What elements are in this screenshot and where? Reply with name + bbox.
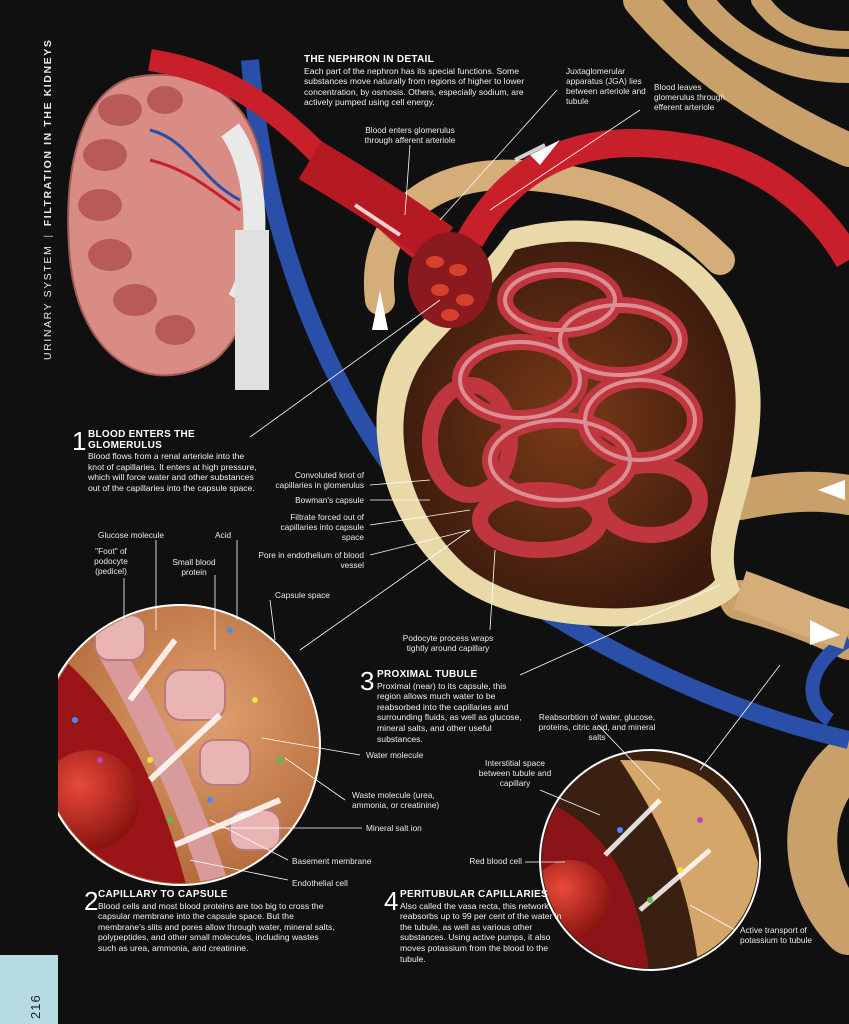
label-foot-of-podocyte: "Foot" of podocyte (pedicel) bbox=[94, 546, 128, 576]
label-water-molecule: Water molecule bbox=[366, 750, 424, 760]
page-number-tab: 216 bbox=[0, 955, 58, 1024]
section-2-number: 2 bbox=[84, 886, 99, 916]
afferent-cutaway bbox=[408, 232, 492, 328]
section-3-title: PROXIMAL TUBULE bbox=[377, 669, 478, 680]
intro-title: THE NEPHRON IN DETAIL bbox=[304, 54, 435, 65]
label-mineral-salt: Mineral salt ion bbox=[366, 823, 422, 833]
intro-body: Each part of the nephron has its special… bbox=[304, 65, 525, 108]
label-glucose: Glucose molecule bbox=[98, 530, 164, 540]
label-bowmans-capsule: Bowman's capsule bbox=[295, 495, 364, 505]
kidney-cross-section bbox=[67, 73, 269, 390]
section-4: PERITUBULAR CAPILLARIES Also called the … bbox=[400, 889, 572, 964]
label-waste-molecule: Waste molecule (urea, ammonia, or creati… bbox=[352, 790, 440, 810]
section-2-body: Blood cells and most blood proteins are … bbox=[98, 900, 335, 953]
section-2: CAPILLARY TO CAPSULE Blood cells and mos… bbox=[98, 889, 338, 954]
section-1-title: BLOOD ENTERS THE GLOMERULUS bbox=[88, 429, 196, 451]
leader-lines bbox=[123, 89, 781, 931]
topic-name: FILTRATION IN THE KIDNEYS bbox=[42, 38, 54, 227]
separator: | bbox=[42, 233, 54, 238]
section-1-body: Blood flows from a renal arteriole into … bbox=[88, 451, 257, 493]
efferent-arteriole bbox=[457, 128, 849, 268]
intro-block: THE NEPHRON IN DETAIL Each part of the n… bbox=[304, 54, 536, 108]
peritubular-inset bbox=[539, 749, 761, 971]
section-1: BLOOD ENTERS THE GLOMERULUS Blood flows … bbox=[88, 429, 260, 494]
sidebar: URINARY SYSTEM | FILTRATION IN THE KIDNEYS… bbox=[0, 0, 58, 1024]
running-header: URINARY SYSTEM | FILTRATION IN THE KIDNEYS bbox=[42, 39, 54, 360]
label-filtrate: Filtrate forced out of capillaries into … bbox=[280, 512, 364, 542]
label-acid: Acid bbox=[215, 530, 232, 540]
section-1-number: 1 bbox=[72, 426, 87, 456]
label-red-blood-cell: Red blood cell bbox=[469, 856, 522, 866]
section-4-number: 4 bbox=[384, 886, 399, 916]
label-interstitial-space: Interstitial space between tubule and ca… bbox=[478, 758, 552, 788]
label-reabsorption: Reabsorbtion of water, glucose, proteins… bbox=[538, 712, 656, 742]
section-name: URINARY SYSTEM bbox=[42, 244, 54, 360]
section-4-body: Also called the vasa recta, this network… bbox=[400, 900, 562, 964]
label-pore: Pore in endothelium of blood vessel bbox=[258, 550, 364, 570]
section-4-title: PERITUBULAR CAPILLARIES bbox=[400, 889, 549, 900]
label-convoluted-knot: Convoluted knot of capillaries in glomer… bbox=[275, 470, 364, 490]
flow-arrows bbox=[372, 140, 845, 645]
page-number: 216 bbox=[28, 994, 43, 1019]
label-blood-leaves: Blood leaves glomerulus through efferent… bbox=[654, 82, 726, 112]
label-blood-enters: Blood enters glomerulus through afferent… bbox=[364, 125, 456, 145]
section-3-body: Proximal (near) to its capsule, this reg… bbox=[377, 680, 522, 744]
section-3: PROXIMAL TUBULE Proximal (near) to its c… bbox=[377, 669, 529, 744]
label-jga: Juxtaglomerular apparatus (JGA) lies bet… bbox=[566, 66, 646, 106]
capillary-capsule-inset bbox=[39, 604, 321, 886]
label-active-transport: Active transport of potassium to tubule bbox=[740, 925, 812, 945]
section-3-number: 3 bbox=[360, 666, 375, 696]
label-small-protein: Small blood protein bbox=[172, 557, 216, 577]
section-2-title: CAPILLARY TO CAPSULE bbox=[98, 889, 228, 900]
label-basement-membrane: Basement membrane bbox=[292, 856, 372, 866]
label-endothelial-cell: Endothelial cell bbox=[292, 878, 348, 888]
label-capsule-space: Capsule space bbox=[275, 590, 330, 600]
label-podocyte-process: Podocyte process wraps tightly around ca… bbox=[402, 633, 494, 653]
